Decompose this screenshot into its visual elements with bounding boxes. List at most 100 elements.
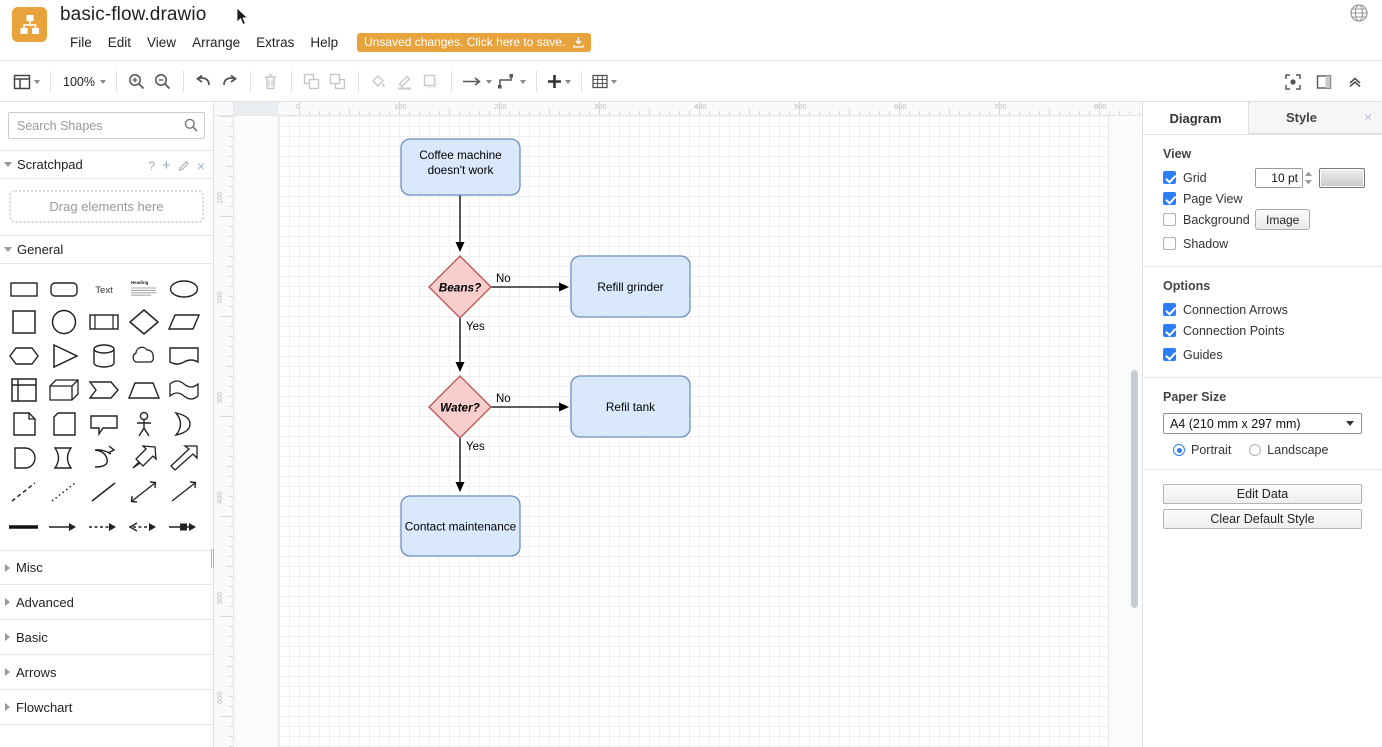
shape-actor[interactable] bbox=[126, 408, 162, 442]
shape-trapezoid[interactable] bbox=[126, 374, 162, 408]
node-beans[interactable]: Beans? bbox=[428, 255, 492, 319]
table-grid-icon[interactable] bbox=[589, 67, 620, 97]
sidebar-resize-handle[interactable] bbox=[211, 549, 215, 568]
shadow-checkbox[interactable] bbox=[1163, 237, 1176, 250]
sidebar-section-misc[interactable]: Misc bbox=[0, 550, 213, 585]
shape-block-arrow[interactable] bbox=[166, 442, 202, 476]
canvas-area[interactable]: 0 100 200 300 400 500 600 700 800 100 20… bbox=[214, 102, 1142, 747]
shape-tape[interactable] bbox=[166, 374, 202, 408]
connection-points-checkbox[interactable] bbox=[1163, 324, 1176, 337]
search-input[interactable] bbox=[8, 112, 205, 139]
connection-arrows-checkbox[interactable] bbox=[1163, 303, 1176, 316]
sidebar-section-arrows[interactable]: Arrows bbox=[0, 655, 213, 690]
shape-card[interactable] bbox=[46, 408, 82, 442]
shape-cloud[interactable] bbox=[126, 340, 162, 374]
shape-step[interactable] bbox=[86, 374, 122, 408]
node-refill-grinder[interactable]: Refill grinder bbox=[570, 255, 691, 318]
shape-diamond[interactable] bbox=[126, 306, 162, 340]
square-shadow-icon[interactable] bbox=[418, 67, 444, 97]
fullscreen-icon[interactable] bbox=[1280, 67, 1306, 97]
zoom-out-icon[interactable] bbox=[150, 67, 176, 97]
shape-bidirectional-arrow[interactable] bbox=[126, 476, 162, 510]
page-view-checkbox[interactable] bbox=[1163, 192, 1176, 205]
shape-note[interactable] bbox=[6, 408, 42, 442]
shape-text[interactable]: Text bbox=[86, 272, 122, 306]
shape-curved-arrow[interactable] bbox=[86, 442, 122, 476]
node-refil-tank[interactable]: Refil tank bbox=[570, 375, 691, 438]
shape-cube[interactable] bbox=[46, 374, 82, 408]
shape-document[interactable] bbox=[166, 340, 202, 374]
scratchpad-help-icon[interactable]: ? bbox=[148, 158, 156, 173]
sidebar-section-flowchart[interactable]: Flowchart bbox=[0, 690, 213, 725]
menu-view[interactable]: View bbox=[147, 35, 177, 50]
pencil-icon[interactable] bbox=[178, 159, 190, 173]
clear-default-style-button[interactable]: Clear Default Style bbox=[1163, 509, 1362, 529]
arrow-right-icon[interactable] bbox=[459, 67, 495, 97]
panel-layout-icon[interactable] bbox=[10, 67, 43, 97]
shape-directional-arrow[interactable] bbox=[166, 476, 202, 510]
paper-size-select[interactable]: A4 (210 mm x 297 mm) bbox=[1163, 413, 1362, 434]
portrait-radio[interactable] bbox=[1173, 444, 1185, 456]
sidebar-section-scratchpad[interactable]: Scratchpad ? + × bbox=[0, 150, 213, 179]
menu-file[interactable]: File bbox=[70, 35, 92, 50]
tab-diagram[interactable]: Diagram bbox=[1169, 110, 1222, 126]
landscape-radio[interactable] bbox=[1249, 444, 1262, 456]
menu-edit[interactable]: Edit bbox=[107, 35, 132, 50]
shape-square[interactable] bbox=[6, 306, 42, 340]
grid-checkbox[interactable] bbox=[1163, 171, 1176, 184]
close-icon[interactable]: × bbox=[196, 157, 205, 174]
sidebar-section-advanced[interactable]: Advanced bbox=[0, 585, 213, 620]
sidebar-section-general[interactable]: General bbox=[0, 235, 213, 264]
shape-line[interactable] bbox=[86, 476, 122, 510]
chevron-up-icon[interactable] bbox=[1342, 67, 1368, 97]
shape-dashed-arrow[interactable] bbox=[86, 510, 122, 544]
shape-cylinder[interactable] bbox=[86, 340, 122, 374]
menu-arrange[interactable]: Arrange bbox=[192, 35, 241, 50]
scratchpad-add-icon[interactable]: + bbox=[162, 157, 171, 174]
shape-delay[interactable] bbox=[6, 442, 42, 476]
shape-link-arrow[interactable] bbox=[166, 510, 202, 544]
node-water[interactable]: Water? bbox=[428, 375, 492, 439]
menu-extras[interactable]: Extras bbox=[256, 35, 295, 50]
canvas-vertical-scrollbar[interactable] bbox=[1131, 370, 1138, 608]
undo-arrow-icon[interactable] bbox=[191, 67, 217, 97]
shape-dashed-line[interactable] bbox=[6, 476, 42, 510]
guides-checkbox[interactable] bbox=[1163, 348, 1176, 361]
shape-rounded-rectangle[interactable] bbox=[46, 272, 82, 306]
node-contact-maintenance[interactable]: Contact maintenance bbox=[400, 495, 521, 557]
tab-style[interactable]: Style bbox=[1248, 102, 1354, 134]
shape-dashed-double-arrow[interactable] bbox=[126, 510, 162, 544]
shape-thick-line[interactable] bbox=[6, 510, 42, 544]
right-panel-icon[interactable] bbox=[1311, 67, 1337, 97]
shape-callout[interactable] bbox=[86, 408, 122, 442]
edit-data-button[interactable]: Edit Data bbox=[1163, 484, 1362, 504]
bring-to-front-icon[interactable] bbox=[299, 67, 325, 97]
sidebar-section-basic[interactable]: Basic bbox=[0, 620, 213, 655]
scratchpad-dropzone[interactable]: Drag elements here bbox=[9, 190, 204, 223]
search-icon[interactable] bbox=[184, 118, 198, 137]
shape-parallelogram[interactable] bbox=[166, 306, 202, 340]
shape-textbox-heading[interactable]: Heading bbox=[126, 272, 162, 306]
shape-triangle[interactable] bbox=[46, 340, 82, 374]
menu-help[interactable]: Help bbox=[310, 35, 339, 50]
grid-color-swatch[interactable] bbox=[1319, 168, 1365, 188]
grid-size-stepper[interactable] bbox=[1303, 168, 1314, 188]
shape-circle[interactable] bbox=[46, 306, 82, 340]
shape-arrow-line[interactable] bbox=[46, 510, 82, 544]
paint-bucket-icon[interactable] bbox=[366, 67, 392, 97]
flowchart-diagram[interactable]: No Yes No Yes Coffee machine doesn't wor… bbox=[214, 102, 1122, 747]
trash-icon[interactable] bbox=[258, 67, 284, 97]
plus-icon[interactable] bbox=[544, 67, 574, 97]
shape-internal-storage[interactable] bbox=[6, 374, 42, 408]
redo-arrow-icon[interactable] bbox=[217, 67, 243, 97]
shape-ellipse[interactable] bbox=[166, 272, 202, 306]
background-checkbox[interactable] bbox=[1163, 213, 1176, 226]
unsaved-changes-banner[interactable]: Unsaved changes. Click here to save. bbox=[357, 33, 591, 52]
shape-or-shape[interactable] bbox=[166, 408, 202, 442]
background-image-button[interactable]: Image bbox=[1255, 209, 1311, 230]
pencil-underline-icon[interactable] bbox=[392, 67, 418, 97]
shape-rectangle[interactable] bbox=[6, 272, 42, 306]
shape-sum-shape[interactable] bbox=[46, 442, 82, 476]
shape-double-arrow[interactable] bbox=[126, 442, 162, 476]
elbow-connector-icon[interactable] bbox=[495, 67, 529, 97]
